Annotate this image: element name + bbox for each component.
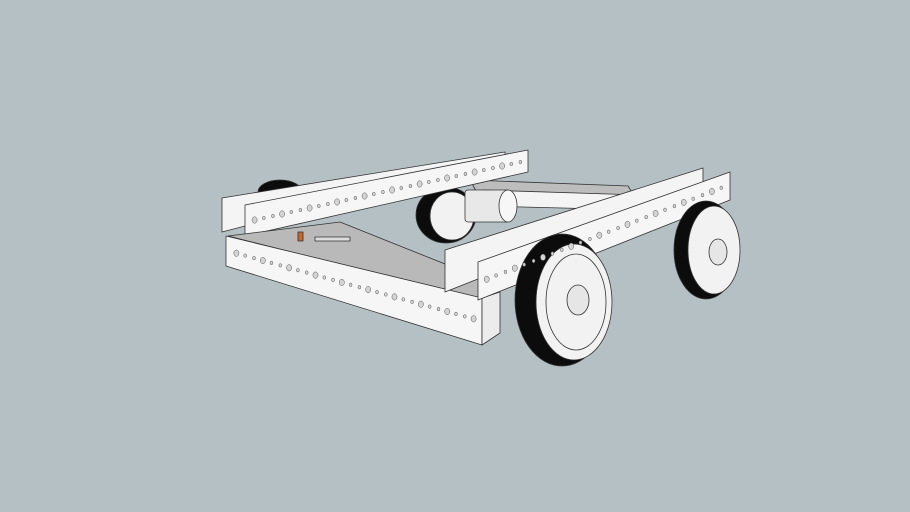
rail-hole <box>317 203 321 209</box>
rail-hole <box>251 216 258 224</box>
axle-shaft <box>314 236 351 242</box>
rail-hole <box>522 262 526 267</box>
rail-hole <box>491 165 495 171</box>
rail-hole <box>471 168 478 176</box>
rail-hole <box>470 315 477 323</box>
rail-hole <box>427 179 431 185</box>
rail-hole <box>305 270 309 275</box>
rail-hole <box>444 308 451 315</box>
rail-hole <box>624 220 631 228</box>
rail-hole <box>663 207 667 212</box>
rail-hole <box>365 286 372 294</box>
rail-hole <box>518 159 523 165</box>
rail-hole <box>399 185 403 191</box>
rail-hole <box>607 229 611 234</box>
rail-hole <box>391 293 398 301</box>
rail-hole <box>353 195 358 201</box>
rail-hole <box>286 264 292 272</box>
rail-hole <box>578 240 583 245</box>
rail-hole <box>719 185 723 190</box>
rail-hole <box>436 177 440 183</box>
rail-hole <box>252 256 256 261</box>
rail-hole <box>348 282 353 287</box>
robot-chassis-model <box>221 149 741 367</box>
rail-hole <box>334 198 340 206</box>
rail-hole <box>700 193 705 198</box>
rail-hole <box>289 209 293 215</box>
rail-hole <box>596 231 603 239</box>
rail-hole <box>482 167 486 173</box>
rail-hole <box>259 257 266 264</box>
rail-hole <box>372 191 376 197</box>
rail-hole <box>428 304 432 309</box>
rail-hole <box>560 247 564 252</box>
rail-hole <box>550 251 555 256</box>
rail-hole <box>454 173 458 179</box>
rail-hole <box>652 209 659 217</box>
rail-hole <box>418 300 424 308</box>
rail-hole <box>509 161 513 167</box>
front-right-wheel-rim <box>545 253 607 351</box>
rail-hole <box>338 278 345 286</box>
motor-end <box>498 189 518 223</box>
rail-hole <box>416 180 423 188</box>
rail-hole <box>503 269 508 274</box>
rail-hole <box>635 218 639 223</box>
rail-hole <box>233 249 240 257</box>
rail-hole <box>279 210 285 218</box>
front-right-wheel-center <box>566 284 590 316</box>
rail-hole <box>511 264 518 272</box>
rail-hole <box>483 275 490 283</box>
rail-hole <box>494 273 498 278</box>
rail-hole <box>375 290 379 295</box>
rail-hole <box>454 311 458 316</box>
rail-hole <box>644 215 648 220</box>
rail-hole <box>312 271 319 279</box>
rail-hole <box>361 192 368 200</box>
rail-hole <box>463 314 467 319</box>
rail-hole <box>410 299 414 304</box>
rail-hole <box>262 215 266 221</box>
rail-hole <box>326 201 330 207</box>
rail-hole <box>322 275 326 280</box>
rail-hole <box>691 196 695 201</box>
rail-hole <box>436 307 441 312</box>
rail-hole <box>344 197 348 203</box>
rail-hole <box>389 186 395 194</box>
rail-hole <box>331 277 335 282</box>
rail-hole <box>499 162 505 170</box>
rail-hole <box>709 188 715 195</box>
rail-hole <box>269 260 274 265</box>
rail-hole <box>306 204 313 212</box>
rail-hole <box>588 236 592 242</box>
right-rear-wheel-center <box>708 238 728 266</box>
rail-hole <box>680 198 687 206</box>
rail-hole <box>540 253 546 261</box>
rail-hole <box>278 263 282 268</box>
rail-hole <box>401 297 405 302</box>
rail-hole <box>531 258 536 263</box>
rail-hole <box>381 189 385 195</box>
rail-hole <box>243 253 247 258</box>
rail-hole <box>672 204 677 209</box>
rail-hole <box>444 174 450 182</box>
rail-holes <box>233 159 723 323</box>
rail-hole <box>298 207 303 213</box>
left-upper-rail <box>244 149 529 237</box>
rail-hole <box>463 171 468 177</box>
axle-collar <box>297 231 304 242</box>
rail-hole <box>357 285 362 290</box>
rail-hole <box>616 225 620 231</box>
left-lower-rail-end <box>481 291 501 346</box>
rail-hole <box>296 268 300 273</box>
rail-hole <box>568 242 575 250</box>
rail-hole <box>271 213 275 219</box>
rail-hole <box>384 292 388 297</box>
rail-hole <box>408 183 413 189</box>
